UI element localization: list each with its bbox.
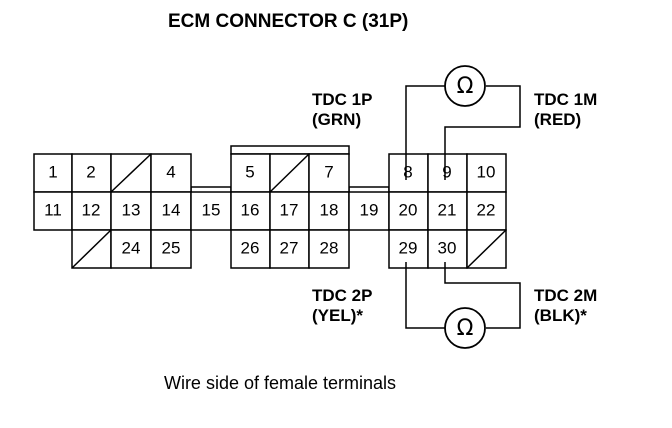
terminal-28 xyxy=(308,229,350,269)
unused-slash xyxy=(71,229,112,269)
ohmmeter-top xyxy=(444,65,486,107)
tdc2p-color: (YEL)* xyxy=(312,306,363,325)
terminal-label: 7 xyxy=(324,162,333,181)
terminal-label: 25 xyxy=(162,238,181,257)
terminal-24 xyxy=(110,229,152,269)
ohm-icon: Ω xyxy=(457,316,474,341)
terminal-26 xyxy=(230,229,271,269)
terminal-label: 30 xyxy=(438,238,457,257)
terminal-label: 19 xyxy=(360,200,379,219)
probe-wire-tdc1m xyxy=(444,85,521,180)
tdc1p-color: (GRN) xyxy=(312,110,361,129)
unused-slash xyxy=(110,153,152,193)
terminal-label: 12 xyxy=(82,200,101,219)
unused-slash xyxy=(466,229,507,269)
terminal-10 xyxy=(466,153,507,193)
unused-slash xyxy=(269,153,310,193)
terminal-29 xyxy=(388,229,429,269)
terminal-19 xyxy=(348,191,390,231)
terminal-label: 16 xyxy=(241,200,260,219)
terminal-label: 15 xyxy=(202,200,221,219)
terminal-label: 4 xyxy=(166,162,175,181)
tdc1m-color: (RED) xyxy=(534,110,581,129)
terminal-label: 20 xyxy=(399,200,418,219)
terminal-20 xyxy=(388,191,429,231)
diagram-caption: Wire side of female terminals xyxy=(164,373,396,393)
terminal-5 xyxy=(230,153,271,193)
terminal-13 xyxy=(110,191,152,231)
terminal-label: 11 xyxy=(44,200,62,219)
terminal-label: 28 xyxy=(320,238,339,257)
probe-wire-tdc1p xyxy=(405,85,445,180)
terminal-22 xyxy=(466,191,507,231)
terminal-label: 14 xyxy=(162,200,181,219)
terminal-label: 9 xyxy=(442,162,451,181)
ohm-icon: Ω xyxy=(457,74,474,99)
probe-wire-tdc2p xyxy=(405,262,445,329)
tdc2m-label: TDC 2M xyxy=(534,286,597,305)
terminal-label: 17 xyxy=(280,200,299,219)
terminal-1 xyxy=(33,153,73,193)
terminal-label: 29 xyxy=(399,238,418,257)
tdc2p-label: TDC 2P xyxy=(312,286,372,305)
terminal-8 xyxy=(388,153,429,193)
terminal-label: 21 xyxy=(438,200,457,219)
terminal-27 xyxy=(269,229,310,269)
tdc2m-color: (BLK)* xyxy=(534,306,587,325)
terminal-label: 10 xyxy=(477,162,496,181)
right-block xyxy=(388,153,507,269)
tdc1p-label: TDC 1P xyxy=(312,90,372,109)
left-block xyxy=(33,153,192,269)
terminal-label: 5 xyxy=(245,162,254,181)
probe-wire-tdc2m xyxy=(444,262,521,329)
terminal-label: 2 xyxy=(86,162,95,181)
terminal-label: 13 xyxy=(122,200,141,219)
diagram-title: ECM CONNECTOR C (31P) xyxy=(168,11,408,32)
terminal-label: 8 xyxy=(403,162,412,181)
ohmmeter-bottom xyxy=(444,307,486,349)
terminal-30 xyxy=(427,229,468,269)
terminal-label: 24 xyxy=(122,238,141,257)
terminal-25 xyxy=(150,229,192,269)
connector-lock-tab xyxy=(230,145,350,155)
terminal-11 xyxy=(33,191,73,231)
terminal-label: 1 xyxy=(48,162,57,181)
tdc1m-label: TDC 1M xyxy=(534,90,597,109)
terminal-label: 27 xyxy=(280,238,299,257)
terminal-label: 22 xyxy=(477,200,496,219)
terminal-label: 26 xyxy=(241,238,260,257)
terminal-16 xyxy=(230,191,271,231)
terminal-label: 18 xyxy=(320,200,339,219)
